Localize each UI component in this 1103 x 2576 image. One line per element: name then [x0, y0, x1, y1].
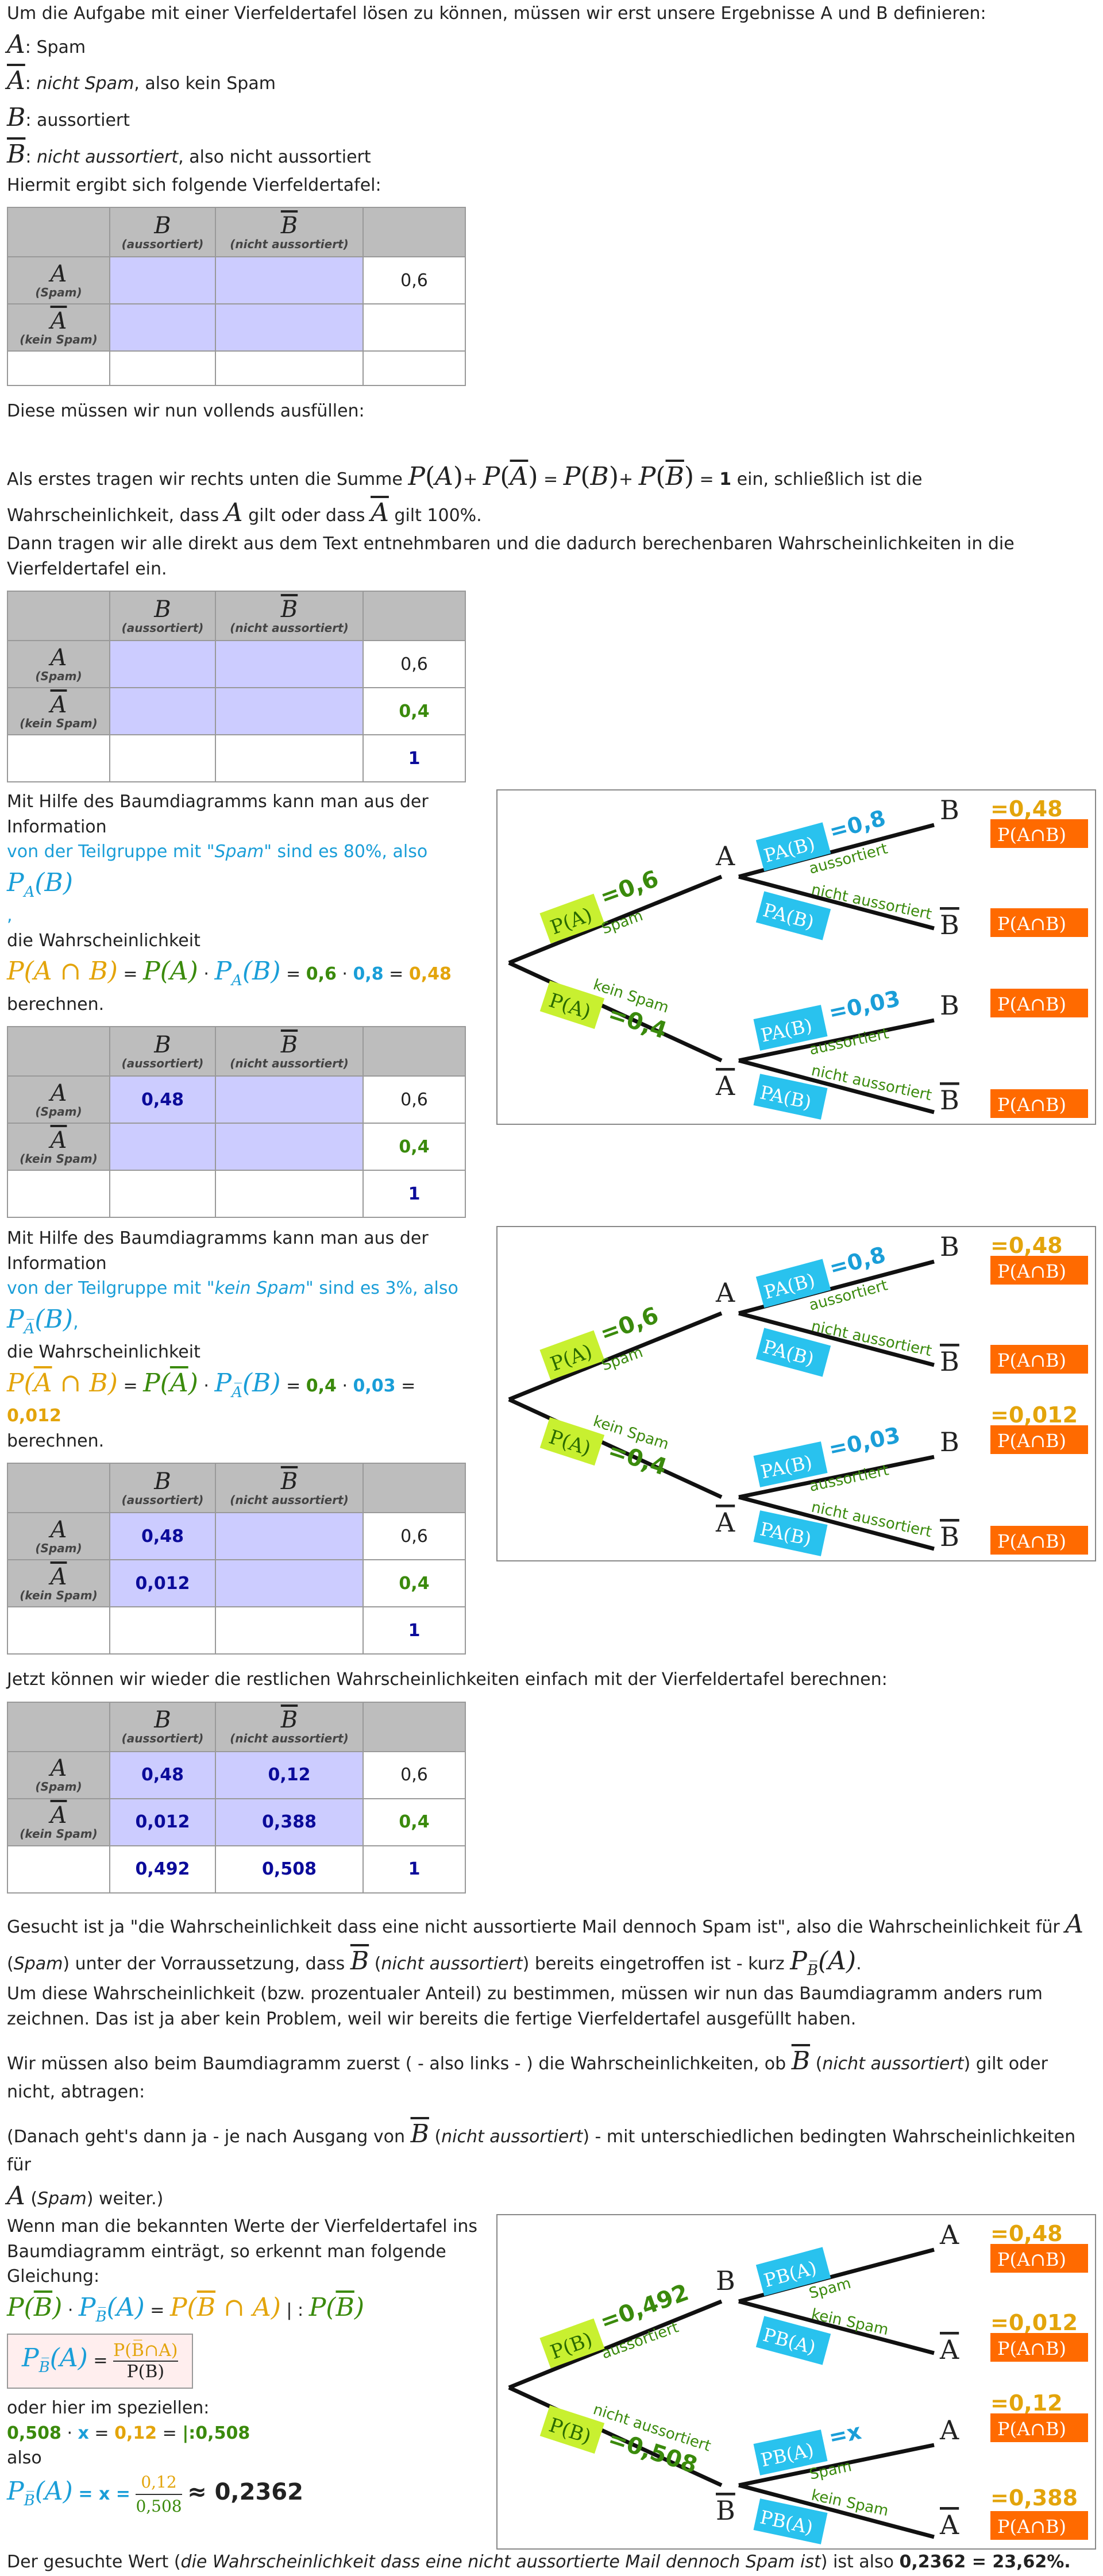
step1-formula: P(A ∩ B) = P(A) · PA(B) = 0,6 · 0,8 = 0,… — [7, 957, 452, 990]
svg-text:P(A∩B): P(A∩B) — [997, 2418, 1066, 2440]
vierfeldertafel-4: B(aussortiert) B(nicht aussortiert) A(Sp… — [7, 1463, 466, 1655]
svg-text:=0,03: =0,03 — [827, 1422, 903, 1462]
step2-intro: Mit Hilfe des Baumdiagramms kann man aus… — [7, 1228, 429, 1274]
tree-diagram-1: A A B B B B P(A) =0,6 Spam P(A) =0,4 kei… — [496, 789, 1096, 1125]
svg-text:Spam: Spam — [599, 1344, 645, 1375]
svg-text:P(A∩B): P(A∩B) — [997, 1260, 1066, 1282]
svg-text:B: B — [940, 795, 959, 826]
svg-text:A: A — [715, 1507, 735, 1538]
svg-text:A: A — [715, 840, 735, 871]
fill-text: Diese müssen wir nun vollends ausfüllen: — [7, 401, 365, 422]
svg-text:B: B — [940, 1426, 959, 1457]
svg-text:P(A∩B): P(A∩B) — [997, 1530, 1066, 1552]
svg-text:=0,48: =0,48 — [990, 796, 1063, 822]
tree-diagram-2: A A B B B B P(A) =0,6 Spam P(A) =0,4 kei… — [496, 1226, 1096, 1562]
svg-text:Spam: Spam — [599, 907, 645, 938]
svg-text:A: A — [939, 2334, 959, 2365]
vf-intro: Hiermit ergibt sich folgende Vierfeldert… — [7, 175, 381, 195]
svg-text:B: B — [716, 2495, 735, 2526]
svg-text:B: B — [940, 909, 959, 940]
svg-text:=0,388: =0,388 — [990, 2485, 1078, 2511]
rest-text: Jetzt können wir wieder die restlichen W… — [7, 1669, 888, 1690]
def-b: B: aussortiert — [7, 103, 130, 133]
step2-info: von der Teilgruppe mit "kein Spam" sind … — [7, 1278, 458, 1299]
final-equation: P(B) · PB̅(A) = P(B ∩ A) | : P(B) — [7, 2292, 364, 2326]
then-text: (Danach geht's dann ja - je nach Ausgang… — [7, 2119, 1076, 2176]
svg-text:=0,012: =0,012 — [990, 2310, 1078, 2335]
def-not-a: A: nicht Spam, also kein Spam — [7, 66, 276, 96]
vierfeldertafel-3: B(aussortiert) B(nicht aussortiert) A(Sp… — [7, 1026, 466, 1218]
step2-prob: die Wahrscheinlichkeit — [7, 1342, 200, 1363]
svg-text:A: A — [715, 1070, 735, 1101]
final-special-eq: 0,508 · x = 0,12 = |:0,508 — [7, 2423, 250, 2443]
svg-text:=0,12: =0,12 — [990, 2390, 1063, 2416]
final-result-eq: PB̅(A) = x = 0,12 0,508 ≈ 0,2362 — [7, 2471, 485, 2519]
step2-formula: P(A ∩ B) = P(A) · PA̅(B) = 0,4 · 0,03 = — [7, 1368, 416, 1401]
final-intro: Wenn man die bekannten Werte der Vierfel… — [7, 2216, 477, 2287]
vierfeldertafel-2: B(aussortiert) B(nicht aussortiert) A(Sp… — [7, 591, 466, 783]
formula-box: PB̅(A) = P(B̅∩A) P(B̅) — [7, 2334, 193, 2389]
direct-text: Dann tragen wir alle direkt aus dem Text… — [7, 534, 1015, 579]
step1-intro: Mit Hilfe des Baumdiagramms kann man aus… — [7, 792, 429, 837]
final-special: oder hier im speziellen: — [7, 2398, 210, 2419]
svg-text:=0,48: =0,48 — [990, 2221, 1063, 2246]
svg-text:=x: =x — [827, 2419, 863, 2450]
reverse-text: Um diese Wahrscheinlichkeit (bzw. prozen… — [7, 1984, 1043, 2029]
svg-text:B: B — [940, 1085, 959, 1116]
step1-info: von der Teilgruppe mit "Spam" sind es 80… — [7, 842, 428, 901]
svg-text:A: A — [939, 2415, 959, 2446]
svg-text:P(A∩B): P(A∩B) — [997, 993, 1066, 1015]
sum-text: Als erstes tragen wir rechts unten die S… — [7, 461, 923, 491]
svg-text:P(A∩B): P(A∩B) — [997, 1094, 1066, 1116]
final-result: Der gesuchte Wert (die Wahrscheinlichkei… — [7, 2552, 1071, 2573]
intro-text: Um die Aufgabe mit einer Vierfeldertafel… — [7, 3, 986, 24]
svg-text:B: B — [940, 1231, 959, 1262]
then-text-2: A (Spam) weiter.) — [7, 2181, 164, 2211]
svg-text:P(A∩B): P(A∩B) — [997, 913, 1066, 935]
sum-text-2: Wahrscheinlichkeit, dass A gilt oder das… — [7, 498, 482, 528]
svg-text:B: B — [940, 990, 959, 1021]
first-text: Wir müssen also beim Baumdiagramm zuerst… — [7, 2046, 1048, 2102]
search-text: Gesucht ist ja "die Wahrscheinlichkeit d… — [7, 1909, 1084, 1939]
svg-text:A: A — [939, 2509, 959, 2540]
svg-text:P(A∩B): P(A∩B) — [997, 2516, 1066, 2538]
cell-a-total: 0,6 — [362, 256, 466, 305]
step1-prob: die Wahrscheinlichkeit — [7, 930, 200, 951]
def-not-b: B: nicht aussortiert, also nicht aussort… — [7, 139, 371, 169]
svg-text:P(A∩B): P(A∩B) — [997, 1430, 1066, 1452]
svg-text:P(A∩B): P(A∩B) — [997, 2249, 1066, 2270]
svg-text:B: B — [716, 2265, 735, 2296]
svg-text:B: B — [940, 1346, 959, 1377]
svg-text:=0,48: =0,48 — [990, 1233, 1063, 1258]
vierfeldertafel-1: B(aussortiert) B(nicht aussortiert) A(Sp… — [7, 207, 466, 387]
def-a: A: Spam — [7, 29, 86, 59]
svg-text:A: A — [939, 2219, 959, 2250]
svg-text:A: A — [715, 1277, 735, 1308]
svg-text:P(A∩B): P(A∩B) — [997, 824, 1066, 846]
svg-text:P(A∩B): P(A∩B) — [997, 1349, 1066, 1371]
vierfeldertafel-5: B(aussortiert) B(nicht aussortiert) A(Sp… — [7, 1701, 466, 1894]
search-text-2: (Spam) unter der Vorraussetzung, dass B … — [7, 1946, 862, 1979]
svg-text:=0,012: =0,012 — [990, 1402, 1078, 1428]
svg-text:=0,03: =0,03 — [827, 986, 903, 1025]
svg-text:P(A∩B): P(A∩B) — [997, 2338, 1066, 2359]
svg-text:B: B — [940, 1521, 959, 1552]
tree-diagram-3: B B A A A A P(B) =0,492 aussortiert P(B)… — [496, 2214, 1096, 2550]
